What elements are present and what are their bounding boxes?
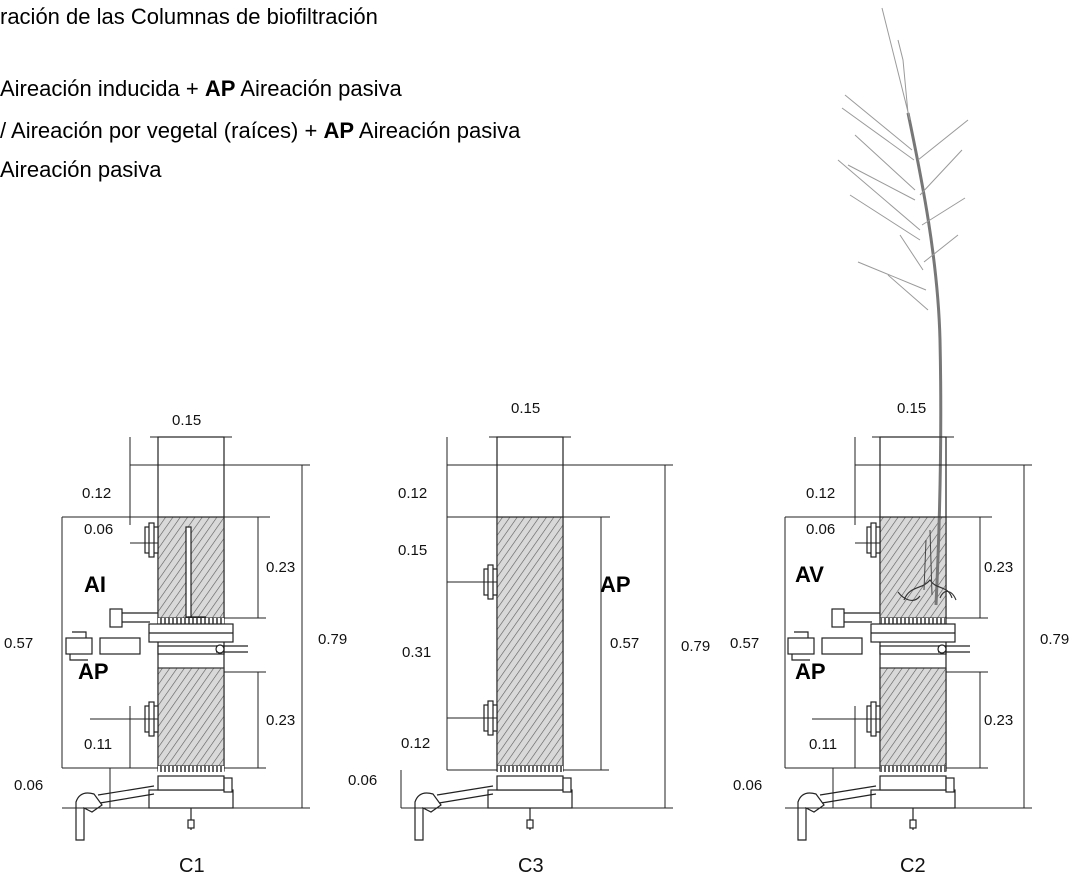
c3-right-total-label: 0.79 bbox=[681, 638, 710, 655]
c1-dimensions bbox=[61, 436, 310, 809]
legend-line-3: Aireación pasiva bbox=[0, 157, 162, 182]
c1-bottom-zone-label: AP bbox=[78, 659, 109, 684]
c1-upper-bed-label: 0.23 bbox=[266, 559, 295, 576]
column-c2 bbox=[787, 436, 970, 841]
column-c1 bbox=[65, 436, 248, 841]
c1-top-zone-label: AI bbox=[84, 572, 106, 597]
plant-illustration bbox=[837, 7, 969, 606]
column-c3 bbox=[414, 436, 573, 841]
c1-right-total-label: 0.79 bbox=[318, 631, 347, 648]
c2-lower-bed bbox=[879, 667, 947, 767]
c1-lower-bed-label: 0.23 bbox=[266, 712, 295, 729]
c3-top-gap-label: 0.12 bbox=[398, 485, 427, 502]
c3-caption: C3 bbox=[518, 855, 544, 877]
c3-zone-label: AP bbox=[600, 572, 631, 597]
c1-left-total-label: 0.57 bbox=[4, 635, 33, 652]
c2-inlet-label: 0.06 bbox=[806, 521, 835, 538]
c2-caption: C2 bbox=[900, 855, 926, 877]
c3-bed bbox=[496, 516, 564, 767]
c3-dimensions bbox=[400, 436, 673, 809]
legend-line-1: Aireación inducida + AP Aireación pasiva bbox=[0, 76, 402, 101]
c3-lower-port-label: 0.12 bbox=[401, 735, 430, 752]
c1-caption: C1 bbox=[179, 855, 205, 877]
c2-lower-bed-label: 0.23 bbox=[984, 712, 1013, 729]
c3-base-label: 0.06 bbox=[348, 772, 377, 789]
c2-dimensions bbox=[784, 436, 1032, 809]
c1-width-label: 0.15 bbox=[172, 412, 201, 429]
c2-bottom-zone-label: AP bbox=[795, 659, 826, 684]
c2-upper-bed-label: 0.23 bbox=[984, 559, 1013, 576]
c2-base-label: 0.06 bbox=[733, 777, 762, 794]
c2-left-total-label: 0.57 bbox=[730, 635, 759, 652]
c1-top-gap-label: 0.12 bbox=[82, 485, 111, 502]
c2-top-zone-label: AV bbox=[795, 562, 824, 587]
c3-bed-label: 0.57 bbox=[610, 635, 639, 652]
c2-width-label: 0.15 bbox=[897, 400, 926, 417]
c2-top-gap-label: 0.12 bbox=[806, 485, 835, 502]
c1-inlet-label: 0.06 bbox=[84, 521, 113, 538]
c3-width-label: 0.15 bbox=[511, 400, 540, 417]
c1-base-label: 0.06 bbox=[14, 777, 43, 794]
legend-line-2: / Aireación por vegetal (raíces) + AP Ai… bbox=[0, 118, 521, 143]
c3-upper-port-label: 0.15 bbox=[398, 542, 427, 559]
header: ración de las Columnas de biofiltración … bbox=[0, 0, 740, 200]
c1-bottom-inlet-label: 0.11 bbox=[84, 736, 112, 753]
c2-right-total-label: 0.79 bbox=[1040, 631, 1069, 648]
c1-lower-bed bbox=[157, 667, 225, 767]
figure-title: ración de las Columnas de biofiltración bbox=[0, 4, 378, 29]
c3-mid-label: 0.31 bbox=[402, 644, 431, 661]
c2-bottom-inlet-label: 0.11 bbox=[809, 736, 837, 753]
